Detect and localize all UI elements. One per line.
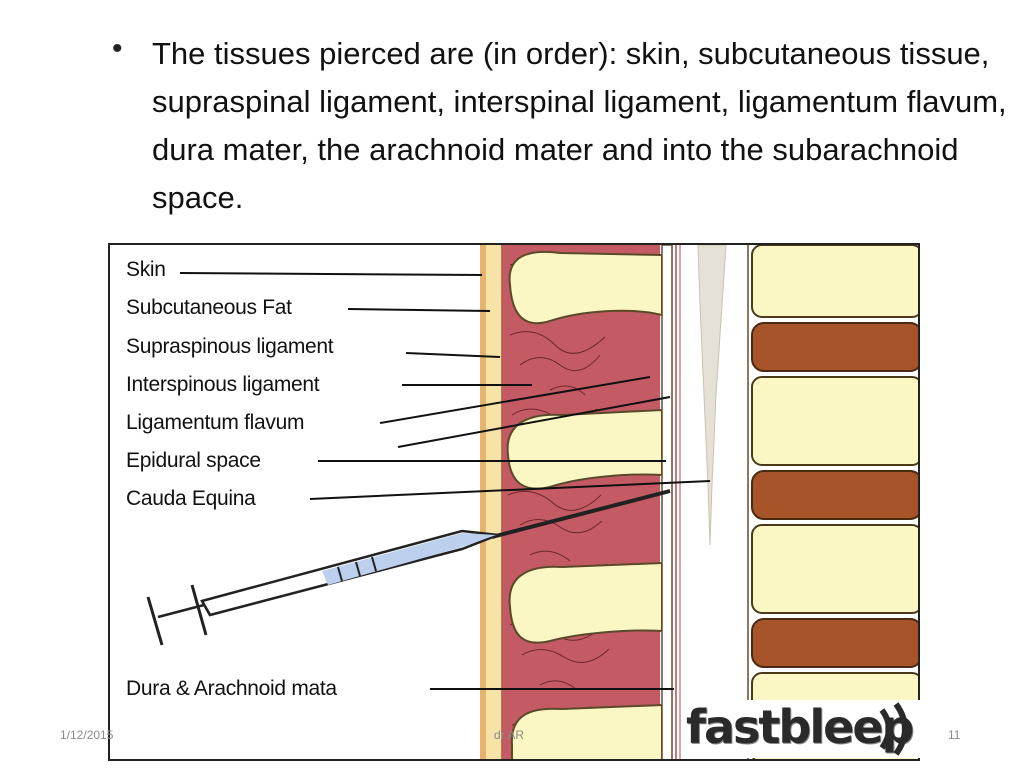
plunger-thumb — [146, 596, 164, 646]
cauda-equina — [697, 245, 727, 546]
bullet-marker: • — [112, 32, 123, 65]
spinal-anatomy-diagram: Skin Subcutaneous Fat Supraspinous ligam… — [108, 243, 920, 761]
label-supraspinous-ligament: Supraspinous ligament — [126, 335, 334, 358]
diagram-drawing — [146, 245, 918, 759]
epidural-space — [661, 245, 673, 759]
bullet-text: The tissues pierced are (in order): skin… — [152, 36, 1007, 215]
syringe-fluid — [322, 533, 496, 585]
leader-cauda-equina — [309, 480, 711, 500]
footer-date: 1/12/2015 — [60, 728, 114, 742]
label-subcutaneous-fat: Subcutaneous Fat — [126, 296, 292, 319]
label-epidural-space: Epidural space — [126, 449, 261, 472]
label-ligamentum-flavum: Ligamentum flavum — [126, 411, 305, 434]
leader-ligamentum-flavum-2 — [397, 396, 671, 448]
label-cauda-equina: Cauda Equina — [126, 487, 256, 510]
leader-subcutaneous-fat — [347, 308, 491, 312]
leader-skin — [179, 272, 483, 276]
logo-text: fastbleep — [686, 700, 914, 754]
needle — [491, 489, 671, 539]
syringe-plunger — [157, 603, 205, 619]
spinous-processes — [506, 250, 663, 759]
leader-lines — [179, 272, 711, 690]
syringe-flange — [190, 584, 208, 636]
footer-page-number: 11 — [948, 728, 961, 742]
leader-ligamentum-flavum-1 — [379, 376, 651, 424]
skin-layer — [480, 245, 486, 759]
sound-waves-icon — [879, 702, 908, 756]
label-dura-arachnoid: Dura & Arachnoid mata — [126, 677, 337, 700]
leader-supraspinous — [405, 352, 501, 358]
vertebral-column — [751, 245, 918, 759]
footer-author: dr.AR — [494, 728, 525, 742]
interspinous-ligament-region — [502, 245, 660, 759]
fastbleep-logo: fastbleep — [686, 700, 932, 758]
label-interspinous-ligament: Interspinous ligament — [126, 373, 320, 396]
syringe — [146, 489, 671, 646]
label-skin: Skin — [126, 258, 166, 281]
subcutaneous-fat-layer — [486, 245, 502, 759]
